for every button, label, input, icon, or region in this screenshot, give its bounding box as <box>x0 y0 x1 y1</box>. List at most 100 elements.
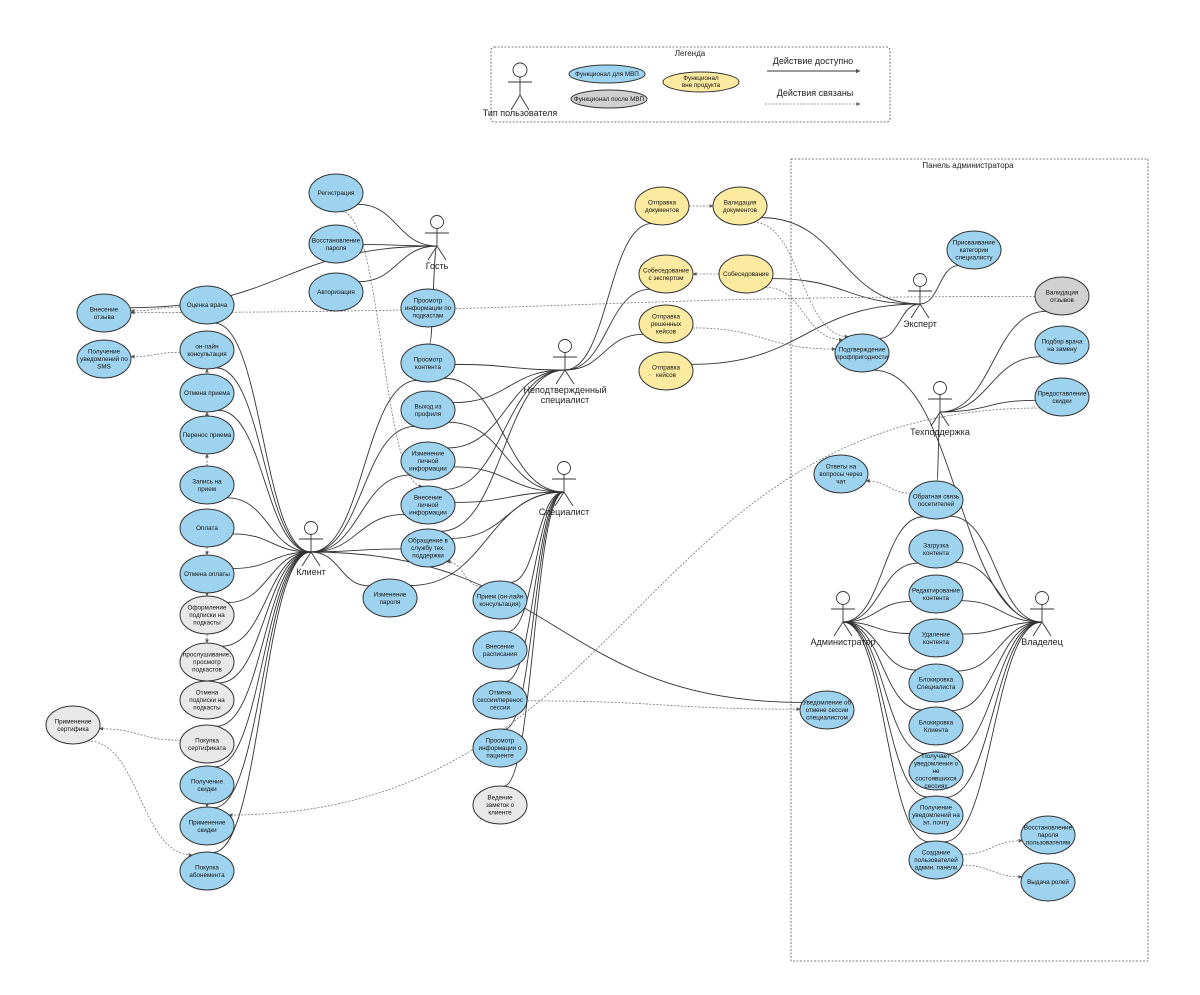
use-case-ellipse[interactable] <box>472 728 528 768</box>
actor-owner[interactable]: Владелец <box>1021 591 1063 648</box>
use-case-ellipse[interactable] <box>308 224 364 264</box>
use-case-ellipse[interactable] <box>76 339 132 379</box>
use-case-ellipse[interactable] <box>712 186 768 226</box>
actor-specialist[interactable]: Специалист <box>539 461 589 518</box>
use-case-ellipse[interactable] <box>472 785 528 825</box>
actor-client[interactable]: Клиент <box>296 521 326 578</box>
use-case-ellipse[interactable] <box>908 840 964 880</box>
use-case-ellipse[interactable] <box>179 765 235 805</box>
use-case-cancelapp[interactable]: Отмена приема <box>179 373 235 413</box>
use-case-ellipse[interactable] <box>179 508 235 548</box>
use-case-ellipse[interactable] <box>638 254 694 294</box>
use-case-cancelpay[interactable]: Отмена оплаты <box>179 554 235 594</box>
use-case-ellipse[interactable] <box>472 580 528 620</box>
use-case-ellipse[interactable] <box>179 806 235 846</box>
use-case-rate[interactable]: Оценка врача <box>179 285 235 325</box>
use-case-ellipse[interactable] <box>76 293 132 333</box>
use-case-ellipse[interactable] <box>400 390 456 430</box>
use-case-ellipse[interactable] <box>400 441 456 481</box>
use-case-interview[interactable]: Собеседование <box>718 254 774 294</box>
use-case-ellipse[interactable] <box>908 751 964 791</box>
use-case-reg[interactable]: Регистрация <box>308 173 364 213</box>
use-case-ellipse[interactable] <box>400 288 456 328</box>
use-case-ellipse[interactable] <box>400 528 456 568</box>
use-case-ellipse[interactable] <box>946 230 1002 270</box>
actor-guest[interactable]: Гость <box>425 215 449 272</box>
use-case-ellipse[interactable] <box>308 173 364 213</box>
use-case-ellipse[interactable] <box>400 485 456 525</box>
use-case-ellipse[interactable] <box>1034 276 1090 316</box>
use-case-auth[interactable]: Авторизация <box>308 272 364 312</box>
use-case-ellipse[interactable] <box>908 663 964 703</box>
use-case-ellipse[interactable] <box>638 304 694 344</box>
use-case-ellipse[interactable] <box>1020 815 1076 855</box>
use-case-ellipse[interactable] <box>179 373 235 413</box>
use-case-ellipse[interactable] <box>638 351 694 391</box>
use-case-ellipse[interactable] <box>813 454 869 494</box>
use-case-ellipse[interactable] <box>908 706 964 746</box>
use-case-ellipse[interactable] <box>179 415 235 455</box>
use-case-pay[interactable]: Оплата <box>179 508 235 548</box>
use-case-ellipse[interactable] <box>179 595 235 635</box>
use-case-ellipse[interactable] <box>908 574 964 614</box>
use-case-ellipse[interactable] <box>179 680 235 720</box>
use-case-ellipse[interactable] <box>908 795 964 835</box>
actor-expert[interactable]: Эксперт <box>903 273 937 330</box>
use-case-roles[interactable]: Выдача ролей <box>1020 862 1076 902</box>
use-case-ellipse[interactable] <box>834 333 890 373</box>
actor-support[interactable]: Техподдержка <box>910 381 970 438</box>
use-case-ellipse[interactable] <box>1020 862 1076 902</box>
use-case-ellipse[interactable] <box>472 630 528 670</box>
use-case-ellipse[interactable] <box>472 680 528 720</box>
use-case-ellipse[interactable] <box>45 705 101 745</box>
use-case-ellipse[interactable] <box>799 690 855 730</box>
use-case-ellipse[interactable] <box>308 272 364 312</box>
use-case-ellipse[interactable] <box>179 285 235 325</box>
use-case-ellipse[interactable] <box>634 186 690 226</box>
use-case-ellipse[interactable] <box>179 465 235 505</box>
